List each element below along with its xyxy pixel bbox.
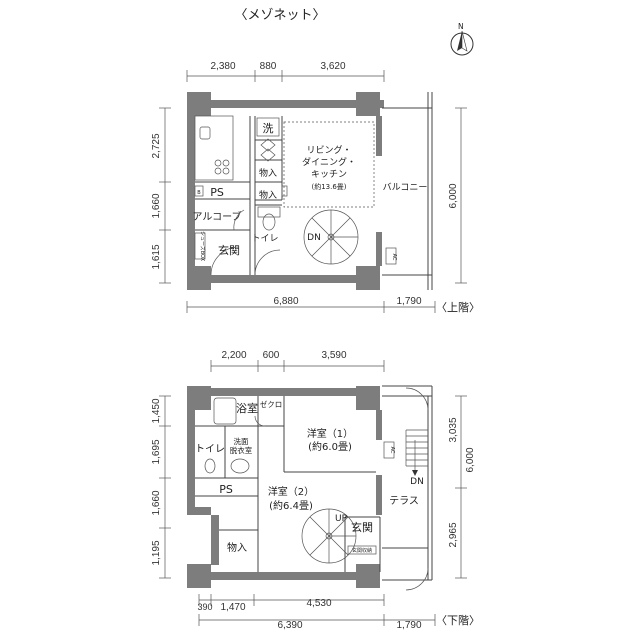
lower-ps-label: PS xyxy=(219,483,233,496)
balcony-label: バルコニー xyxy=(383,182,428,193)
upper-floor-label: 〈上階〉 xyxy=(436,300,480,314)
upper-dimensions-left: 2,725 1,660 1,615 xyxy=(151,107,171,284)
upper-balcony: バルコニー AC xyxy=(382,92,433,290)
terrace-label: テラス xyxy=(389,495,419,507)
upper-b-mark: B xyxy=(197,190,201,196)
lower-storage-label: 物入 xyxy=(227,541,247,554)
upper-dim-left-2: 1,660 xyxy=(151,193,162,218)
lower-dim-bottom-a2: 1,470 xyxy=(220,602,245,613)
lower-ps-storage: PS 物入 xyxy=(219,483,247,554)
western1-label: 洋室（1） xyxy=(307,427,353,440)
bath-label: 浴室 xyxy=(236,401,258,415)
upper-entry-area: B PS アルコーブ シューズBOX 玄関 xyxy=(192,185,245,276)
north-label: N xyxy=(458,22,464,31)
lower-dim-left-1: 1,450 xyxy=(151,398,162,423)
lower-walls xyxy=(187,386,382,588)
washroom-line-1: 洗面 xyxy=(234,436,249,446)
lower-western-rooms: 洋室（1） (約6.0畳) 洋室（2） (約6.4畳) xyxy=(268,427,353,512)
western2-size: (約6.4畳) xyxy=(269,499,313,512)
lower-washroom: 洗面 脱衣室 トイレ xyxy=(195,436,253,474)
lower-spiral-stair: UP xyxy=(301,508,357,564)
lower-dim-right-1: 3,035 xyxy=(448,417,459,442)
lower-terrace: DN テラス AC xyxy=(382,385,433,591)
lower-dimensions-top: 2,200 600 3,590 xyxy=(210,350,385,372)
lower-dimensions-right: 3,035 6,000 2,965 xyxy=(448,395,476,579)
lower-dim-left-4: 1,195 xyxy=(151,540,162,565)
upper-shoebox-label: シューズBOX xyxy=(199,231,206,262)
upper-partitions xyxy=(195,116,375,275)
lower-dim-top-3: 3,590 xyxy=(321,350,346,361)
upper-alcove-label: アルコーブ xyxy=(192,210,241,223)
upper-spiral-stair: DN xyxy=(303,209,359,265)
lower-dim-bottom-a3: 4,530 xyxy=(306,598,331,609)
lower-dimensions-bottom: 390 1,470 4,530 6,390 1,790 〈下階〉 xyxy=(197,594,480,631)
lower-floor-plan: 2,200 600 3,590 1,450 1,695 1,660 1,195 … xyxy=(151,350,480,631)
upper-storage-2-label: 物入 xyxy=(259,189,277,201)
upper-dim-top-3: 3,620 xyxy=(320,61,345,72)
lower-bathroom: 浴室 ゼクロ xyxy=(213,397,283,427)
lower-dim-bottom-a1: 390 xyxy=(197,602,212,612)
upper-ldk: リビング・ ダイニング・ キッチン (約13.6畳) xyxy=(302,144,356,191)
upper-dn-label: DN xyxy=(307,233,321,243)
lower-up-label: UP xyxy=(335,514,348,524)
upper-dim-bottom-2: 1,790 xyxy=(396,296,421,307)
upper-ps-label: PS xyxy=(210,186,224,199)
lower-dim-left-3: 1,660 xyxy=(151,490,162,515)
upper-floor-plan: 2,380 880 3,620 2,725 1,660 1,615 6,000 xyxy=(151,61,480,314)
upper-dimension-right: 6,000 xyxy=(448,107,467,284)
upper-dim-left-1: 2,725 xyxy=(151,133,162,158)
lower-dim-bottom-b2: 1,790 xyxy=(396,620,421,631)
washroom-line-2: 脱衣室 xyxy=(230,445,253,455)
upper-walls xyxy=(187,92,384,290)
lower-dim-left-2: 1,695 xyxy=(151,439,162,464)
ldk-size: (約13.6畳) xyxy=(311,182,346,191)
upper-storage-1-label: 物入 xyxy=(259,167,277,179)
upper-ac-label: AC xyxy=(391,254,397,261)
lower-dim-right-total: 6,000 xyxy=(465,447,476,472)
north-arrow-icon: N xyxy=(450,22,474,56)
lower-entrance: 玄関 玄関収納 xyxy=(347,520,377,555)
lower-dim-top-2: 600 xyxy=(263,350,280,361)
lower-dn-label: DN xyxy=(410,477,424,487)
ldk-line-2: ダイニング・ xyxy=(302,156,356,168)
upper-dim-right: 6,000 xyxy=(448,183,459,208)
upper-wash-label: 洗 xyxy=(263,122,274,135)
upper-dim-bottom-1: 6,880 xyxy=(273,296,298,307)
lower-floor-label: 〈下階〉 xyxy=(436,613,480,627)
upper-utility: 洗 物入 物入 xyxy=(256,117,288,201)
upper-dimensions-bottom: 6,880 1,790 〈上階〉 xyxy=(186,296,480,314)
upper-toilet-label: トイレ xyxy=(251,234,278,244)
upper-dim-top-2: 880 xyxy=(260,61,277,72)
closet-label: ゼクロ xyxy=(260,399,283,409)
lower-dimensions-left: 1,450 1,695 1,660 1,195 xyxy=(151,395,171,579)
upper-entrance-label: 玄関 xyxy=(218,243,240,257)
upper-dim-top-1: 2,380 xyxy=(210,61,235,72)
western1-size: (約6.0畳) xyxy=(308,440,352,453)
lower-dim-bottom-b1: 6,390 xyxy=(277,620,302,631)
western2-label: 洋室（2） xyxy=(268,485,314,498)
lower-dim-top-1: 2,200 xyxy=(221,350,246,361)
lower-dim-right-2: 2,965 xyxy=(448,522,459,547)
ldk-line-3: キッチン xyxy=(311,169,347,180)
upper-dim-left-3: 1,615 xyxy=(151,244,162,269)
lower-shoebox-label: 玄関収納 xyxy=(352,547,372,554)
lower-partitions xyxy=(195,396,381,572)
lower-ac-label: AC xyxy=(389,447,395,454)
upper-kitchen xyxy=(194,115,234,181)
lower-toilet-label: トイレ xyxy=(195,444,225,455)
lower-entrance-label: 玄関 xyxy=(351,520,373,534)
ldk-line-1: リビング・ xyxy=(306,144,351,156)
upper-dimensions-top: 2,380 880 3,620 xyxy=(186,61,385,82)
plan-title: 〈メゾネット〉 xyxy=(234,8,325,23)
upper-toilet: トイレ xyxy=(251,206,281,276)
